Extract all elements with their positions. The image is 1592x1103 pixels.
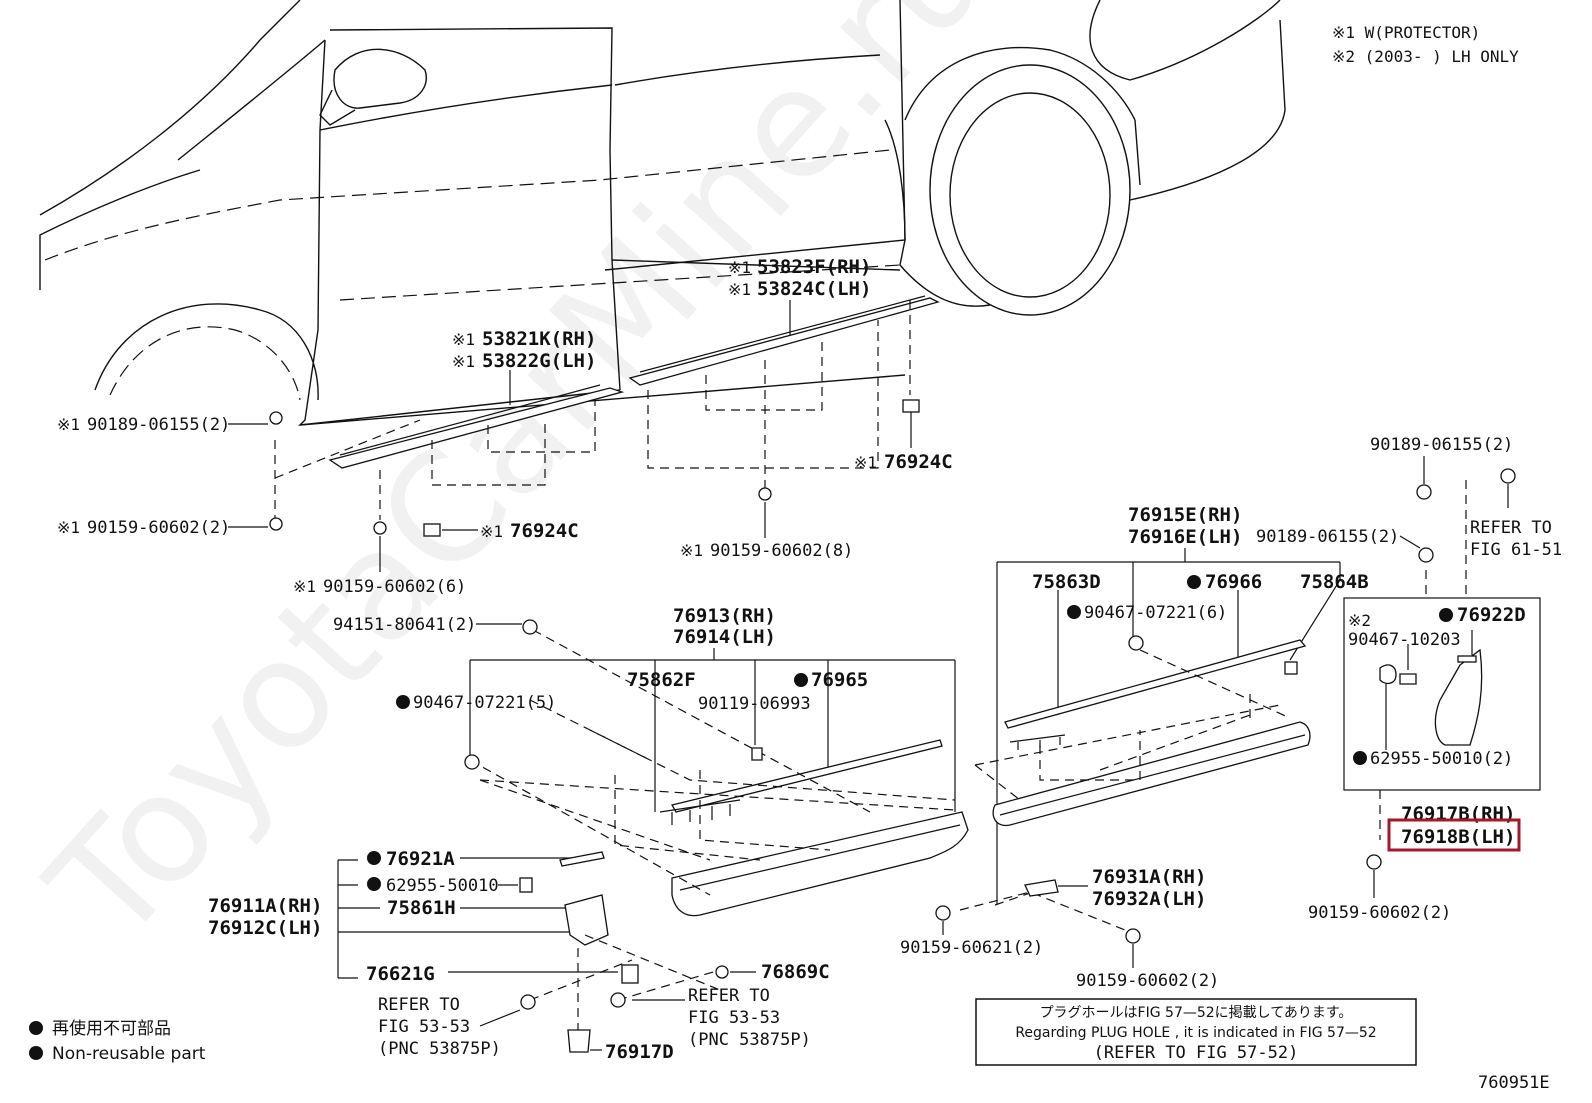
- label-76918B: 76918B(LH): [1401, 826, 1515, 848]
- svg-text:※1: ※1: [728, 280, 751, 299]
- refer-61-51-line2: FIG 61-51: [1470, 540, 1562, 560]
- refer-53-53-a-line3: (PNC 53875P): [378, 1039, 501, 1059]
- label-76924C-left: 76924C: [510, 520, 579, 542]
- label-76621G: 76621G: [366, 963, 435, 985]
- label-75861H: 75861H: [387, 897, 456, 919]
- refer-53-53-b-line3: (PNC 53875P): [688, 1030, 811, 1050]
- legend: 再使用不可部品 Non-reusable part: [29, 1018, 206, 1064]
- plug-hole-note: プラグホールはFIG 57—52に掲載してあります。 Regarding PLU…: [975, 998, 1417, 1066]
- label-76931A: 76931A(RH): [1092, 866, 1206, 888]
- label-76869C: 76869C: [761, 961, 830, 983]
- front-rocker-assembly: [464, 619, 969, 917]
- label-76911A: 76911A(RH): [208, 895, 322, 917]
- label-90159-60602-2-left: 90159-60602(2): [87, 518, 230, 538]
- non-reusable-dot-icon: [29, 1021, 43, 1035]
- rear-rocker-assembly: [935, 548, 1381, 944]
- non-reusable-dot-icon-2: [29, 1046, 43, 1060]
- label-76913: 76913(RH): [673, 605, 776, 627]
- svg-text:※1: ※1: [452, 330, 475, 349]
- label-76912C: 76912C(LH): [208, 917, 322, 939]
- label-75862F: 75862F: [627, 669, 696, 691]
- legend-en: Non-reusable part: [52, 1044, 206, 1064]
- front-mudguard-labels: 76921A 62955-50010 76911A(RH) 76912C(LH)…: [208, 848, 830, 1063]
- rear-rocker-labels: 76915E(RH) 76916E(LH) 75863D 76966 75864…: [900, 504, 1369, 991]
- refer-53-53-a-line1: REFER TO: [378, 995, 460, 1015]
- refer-61-51-line1: REFER TO: [1470, 518, 1552, 538]
- label-76932A: 76932A(LH): [1092, 888, 1206, 910]
- label-76917D: 76917D: [605, 1041, 674, 1063]
- plug-hole-jp: プラグホールはFIG 57—52に掲載してあります。: [1040, 1005, 1353, 1021]
- label-75863D: 75863D: [1032, 571, 1101, 593]
- label-76914: 76914(LH): [673, 626, 776, 648]
- refer-53-53-b-line1: REFER TO: [688, 986, 770, 1006]
- note-1: ※1 W(PROTECTOR): [1332, 23, 1480, 42]
- label-62955-50010: 62955-50010: [386, 876, 499, 896]
- svg-text:※1: ※1: [452, 352, 475, 371]
- label-90467-10203: 90467-10203: [1348, 630, 1461, 650]
- label-76966: 76966: [1205, 571, 1262, 593]
- label-76965: 76965: [811, 669, 868, 691]
- highlight-box: [1387, 818, 1521, 852]
- refer-53-53-a-line2: FIG 53-53: [378, 1017, 470, 1037]
- rear-mudguard-labels: 90189-06155(2) REFER TO FIG 61-51 90189-…: [1256, 435, 1562, 923]
- svg-text:※2: ※2: [1348, 611, 1371, 630]
- label-76915E: 76915E(RH): [1128, 504, 1242, 526]
- upper-labels: ※1 53823F(RH) ※1 53824C(LH) ※1 53821K(RH…: [57, 256, 953, 597]
- label-90159-60602-2-bottom: 90159-60602(2): [1076, 971, 1219, 991]
- label-90467-07221-5: 90467-07221(5): [413, 693, 556, 713]
- label-90189-06155-left: 90189-06155(2): [87, 415, 230, 435]
- upper-protector-moldings: [269, 295, 940, 537]
- refer-53-53-b-line2: FIG 53-53: [688, 1008, 780, 1028]
- car-body-outline: [39, 0, 1286, 426]
- label-90159-60621: 90159-60621(2): [900, 938, 1043, 958]
- watermark-text: ToyotaCarMine.ru: [17, 0, 1024, 975]
- front-rocker-labels: 94151-80641(2) 76913(RH) 76914(LH) 75862…: [333, 605, 868, 714]
- svg-text:※1: ※1: [854, 453, 877, 472]
- label-76924C-right: 76924C: [884, 451, 953, 473]
- label-76921A: 76921A: [386, 848, 455, 870]
- label-53821K: 53821K(RH): [482, 328, 596, 350]
- rear-mudguard-assembly: [1343, 468, 1541, 870]
- front-mudguard-assembly: [337, 851, 729, 1053]
- svg-text:※1: ※1: [293, 577, 316, 596]
- label-90159-60602-2-right: 90159-60602(2): [1308, 903, 1451, 923]
- label-90159-60602-6: 90159-60602(6): [323, 577, 466, 597]
- label-90189-06155-right-top: 90189-06155(2): [1370, 435, 1513, 455]
- label-53822G: 53822G(LH): [482, 350, 596, 372]
- label-76922D: 76922D: [1457, 604, 1526, 626]
- label-76917B: 76917B(RH): [1401, 803, 1515, 825]
- svg-text:※1: ※1: [57, 518, 80, 537]
- label-62955-50010-2: 62955-50010(2): [1370, 749, 1513, 769]
- label-53824C: 53824C(LH): [757, 278, 871, 300]
- figure-id: 760951E: [1478, 1073, 1550, 1093]
- label-90467-07221-6: 90467-07221(6): [1084, 603, 1227, 623]
- label-94151-80641: 94151-80641(2): [333, 615, 476, 635]
- label-75864B: 75864B: [1300, 571, 1369, 593]
- plug-hole-en: Regarding PLUG HOLE , it is indicated in…: [1015, 1025, 1376, 1041]
- label-90159-60602-8: 90159-60602(8): [710, 541, 853, 561]
- note-2: ※2 (2003- ) LH ONLY: [1332, 47, 1519, 66]
- svg-text:※1: ※1: [57, 415, 80, 434]
- notes: ※1 W(PROTECTOR) ※2 (2003- ) LH ONLY: [1332, 23, 1519, 66]
- label-53823F: 53823F(RH): [757, 256, 871, 278]
- label-90119-06993: 90119-06993: [698, 694, 811, 714]
- svg-text:※1: ※1: [680, 541, 703, 560]
- plug-hole-ref: (REFER TO FIG 57-52): [1094, 1043, 1299, 1063]
- label-76916E: 76916E(LH): [1128, 526, 1242, 548]
- svg-text:※1: ※1: [480, 522, 503, 541]
- label-90189-06155-right-mid: 90189-06155(2): [1256, 527, 1399, 547]
- legend-jp: 再使用不可部品: [52, 1018, 171, 1039]
- svg-text:※1: ※1: [728, 258, 751, 277]
